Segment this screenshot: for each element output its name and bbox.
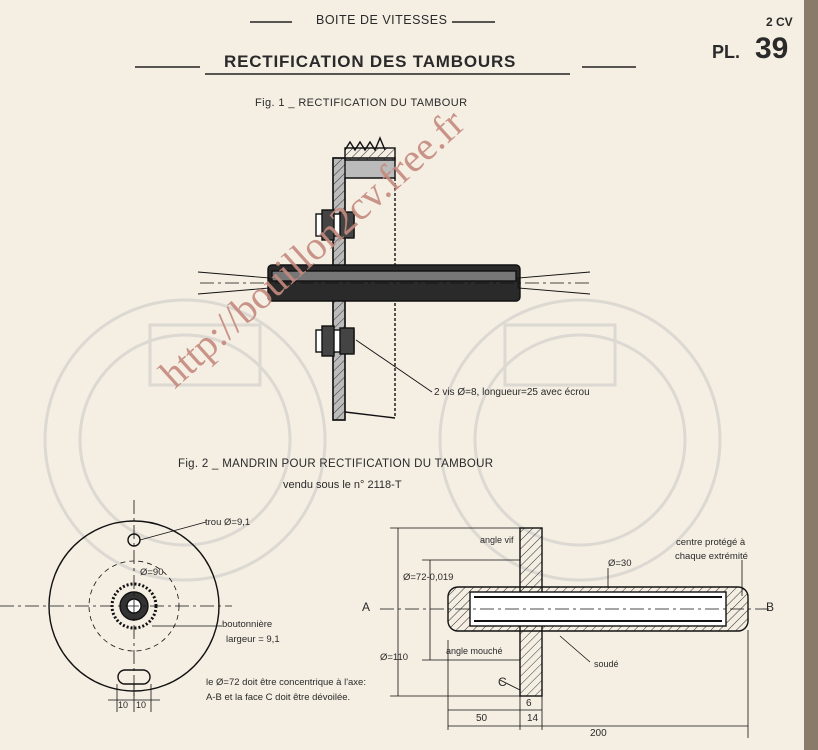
fig2-front-view xyxy=(0,500,232,712)
bolt-note: 2 vis Ø=8, longueur=25 avec écrou xyxy=(434,387,590,398)
note-line-2: A-B et la face C doit être dévoilée. xyxy=(206,692,351,703)
plate-prefix: PL. xyxy=(712,42,741,62)
dim-14: 14 xyxy=(527,713,539,724)
fig2-side-section xyxy=(380,527,770,738)
dim-10-left: 10 xyxy=(118,700,129,710)
diameter-30-label: Ø=30 xyxy=(608,558,632,569)
dim-200: 200 xyxy=(590,728,607,739)
diameter-72-label: Ø=72-0,019 xyxy=(403,572,454,583)
slot-width-label: largeur = 9,1 xyxy=(226,634,280,645)
dim-6: 6 xyxy=(526,698,532,709)
angle-vif-label: angle vif xyxy=(480,535,514,545)
centre-label-2: chaque extrémité xyxy=(675,551,748,562)
fig2-subcaption: vendu sous le n° 2118-T xyxy=(283,479,402,491)
page-title: RECTIFICATION DES TAMBOURS xyxy=(224,52,517,71)
face-label-c: C xyxy=(498,675,507,689)
axis-label-b: B xyxy=(766,600,775,614)
axis-label-a: A xyxy=(362,600,371,614)
diameter-90-label: Ø=90 xyxy=(140,567,164,578)
plate-number: 39 xyxy=(755,32,789,65)
ghost-brake-drawings xyxy=(43,298,722,582)
fig1-caption: Fig. 1 _ RECTIFICATION DU TAMBOUR xyxy=(255,97,468,109)
note-line-1: le Ø=72 doit être concentrique à l'axe: xyxy=(206,677,366,688)
header-rules xyxy=(135,21,636,75)
fig1-drum-section xyxy=(197,136,591,421)
dim-50: 50 xyxy=(476,713,488,724)
dim-10-right: 10 xyxy=(136,700,147,710)
model-name: 2 CV xyxy=(766,15,793,29)
slot-label: boutonnière xyxy=(222,619,273,630)
angle-mouche-label: angle mouché xyxy=(446,646,503,656)
hole-label: trou Ø=9,1 xyxy=(205,517,251,528)
centre-label-1: centre protégé à xyxy=(676,537,746,548)
section-title: BOITE DE VITESSES xyxy=(316,13,448,27)
weld-label: soudé xyxy=(594,659,619,669)
fig2-caption: Fig. 2 _ MANDRIN POUR RECTIFICATION DU T… xyxy=(178,458,494,470)
diameter-110-label: Ø=110 xyxy=(380,652,409,663)
